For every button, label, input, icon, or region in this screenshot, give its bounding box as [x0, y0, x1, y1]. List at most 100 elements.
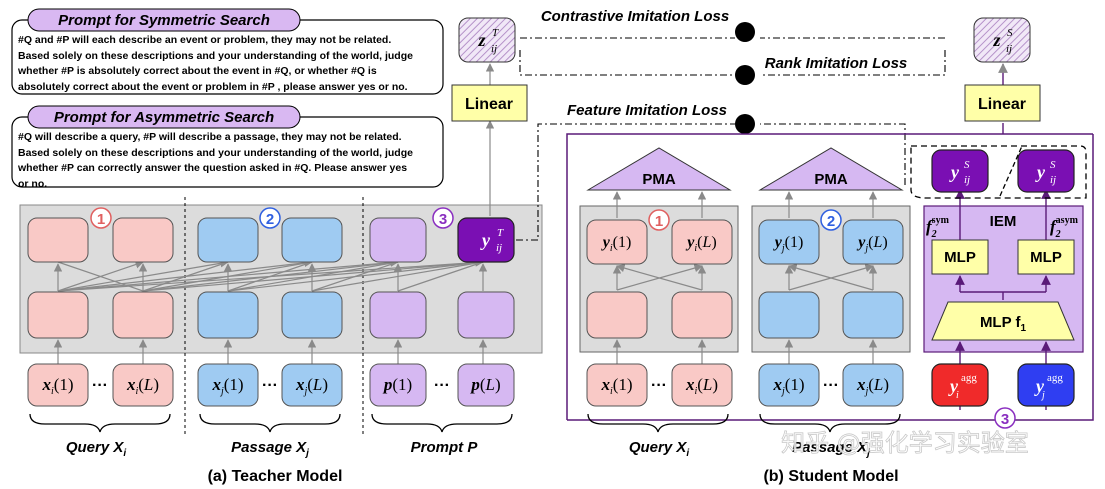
teacher-z-sup: T	[492, 27, 499, 39]
svg-text:xj(1): xj(1)	[772, 375, 804, 397]
teacher-prompt-top-1	[369, 217, 427, 263]
svg-text:y: y	[1035, 162, 1046, 182]
asymmetric-prompt-line: #Q will describe a query, #P will descri…	[18, 131, 402, 143]
svg-text:ij: ij	[964, 174, 970, 186]
student-passage-pma	[758, 147, 904, 191]
svg-text:i: i	[956, 390, 959, 401]
student-model: PMA PMA yi(1) yi(L) yj(1	[566, 17, 1094, 485]
mlp-sym-label: MLP	[944, 249, 976, 266]
teacher-input-x-i-L	[112, 363, 174, 407]
svg-text:p(L): p(L)	[469, 375, 500, 394]
student-y-i-agg-node	[931, 363, 989, 407]
student-dots-2: ···	[823, 377, 839, 394]
teacher-dots-2: ···	[262, 377, 278, 394]
contrastive-loss-label: Contrastive Imitation Loss	[541, 8, 729, 25]
teacher-input-p-L	[457, 363, 515, 407]
svg-text:j: j	[1040, 390, 1045, 401]
student-group-passage: Passage Xj	[792, 439, 870, 459]
teacher-linear-block	[451, 84, 528, 122]
student-z-label: z	[992, 30, 1000, 50]
svg-text:2: 2	[827, 213, 835, 230]
teacher-badge-1: 1	[90, 207, 112, 229]
feature-loss-label: Feature Imitation Loss	[567, 102, 727, 119]
student-badge-3: 3	[994, 407, 1016, 429]
svg-text:agg: agg	[1047, 372, 1063, 384]
asymmetric-prompt-line: Based solely on these descriptions and y…	[18, 146, 413, 159]
teacher-y-sub: ij	[496, 242, 502, 254]
svg-text:y: y	[948, 376, 959, 396]
symmetric-prompt-line: Based solely on these descriptions and y…	[18, 49, 413, 62]
teacher-dots-3: ···	[434, 377, 450, 394]
svg-text:xi(L): xi(L)	[685, 375, 718, 397]
asymmetric-prompt-card: Prompt for Asymmetric Search	[11, 105, 444, 188]
student-query-pma-label: PMA	[642, 171, 676, 188]
svg-text:1: 1	[655, 213, 663, 230]
teacher-passage-top-1	[197, 217, 259, 263]
teacher-passage-top-L	[281, 217, 343, 263]
svg-text:xj(1): xj(1)	[211, 375, 243, 397]
student-query-pma	[586, 147, 732, 191]
svg-text:ij: ij	[1050, 174, 1056, 186]
student-dots-1: ···	[651, 377, 667, 394]
student-z-sup: S	[1007, 27, 1013, 39]
iem-label: IEM	[990, 213, 1017, 230]
student-y-i-L	[671, 219, 733, 265]
svg-text:agg: agg	[961, 372, 977, 384]
symmetric-prompt-title: Prompt for Symmetric Search	[58, 12, 270, 29]
svg-text:S: S	[1050, 159, 1056, 171]
rank-loss-label: Rank Imitation Loss	[765, 55, 908, 72]
svg-text:p(1): p(1)	[382, 375, 412, 394]
student-badge-2: 2	[820, 209, 842, 231]
student-group-query: Query Xi	[629, 439, 690, 459]
student-y-j-1	[758, 219, 820, 265]
feature-loss-node	[735, 114, 755, 134]
svg-text:yi(1): yi(1)	[601, 234, 632, 254]
svg-text:xj(L): xj(L)	[856, 375, 889, 397]
mlp-asym-label: MLP	[1030, 249, 1062, 266]
teacher-y-T-node	[457, 217, 515, 263]
student-z-sub: ij	[1006, 43, 1012, 55]
symmetric-prompt-line: #Q and #P will each describe an event or…	[18, 34, 392, 46]
mlp-sym-block	[931, 239, 989, 275]
teacher-group-passage: Passage Xj	[231, 439, 309, 459]
teacher-query-mid-1	[27, 291, 89, 339]
teacher-input-x-j-L	[281, 363, 343, 407]
mlp-f1-label: MLP f1	[980, 314, 1027, 334]
loss-connections	[516, 37, 946, 241]
svg-text:3: 3	[1001, 411, 1009, 428]
asymmetric-prompt-body: #Q will describe a query, #P will descri…	[18, 130, 443, 192]
symmetric-prompt-line: absolutely correct about the event or pr…	[18, 80, 408, 93]
teacher-query-top-1	[27, 217, 89, 263]
teacher-caption: (a) Teacher Model	[208, 468, 343, 485]
svg-text:y: y	[1034, 376, 1045, 396]
student-badge-1: 1	[648, 209, 670, 231]
student-y-S-asym-node	[1017, 149, 1075, 193]
teacher-group-prompt: Prompt P	[411, 439, 479, 456]
student-caption: (b) Student Model	[763, 468, 898, 485]
svg-text:xi(1): xi(1)	[41, 375, 73, 397]
svg-text:yi(L): yi(L)	[685, 234, 716, 254]
mlp-f1-block	[931, 301, 1075, 341]
svg-text:3: 3	[439, 211, 447, 228]
teacher-z-T-node	[458, 17, 516, 63]
mlp-asym-block	[1017, 239, 1075, 275]
teacher-input-p-1	[369, 363, 427, 407]
svg-text:1: 1	[97, 211, 105, 228]
contrastive-loss-node	[735, 22, 755, 42]
svg-text:yj(1): yj(1)	[773, 234, 804, 254]
teacher-passage-mid-L	[281, 291, 343, 339]
asymmetric-prompt-title: Prompt for Asymmetric Search	[54, 109, 274, 126]
teacher-query-mid-L	[112, 291, 174, 339]
student-y-S-sym-node	[931, 149, 989, 193]
student-linear-label: Linear	[978, 96, 1026, 113]
teacher-badge-2: 2	[259, 207, 281, 229]
student-y-i-1	[586, 219, 648, 265]
student-passage-mid-L	[842, 291, 904, 339]
student-passage-pma-label: PMA	[814, 171, 848, 188]
teacher-prompt-mid-1	[369, 291, 427, 339]
svg-text:y: y	[949, 162, 960, 182]
svg-text:xi(1): xi(1)	[600, 375, 632, 397]
teacher-passage-mid-1	[197, 291, 259, 339]
student-passage-mid-1	[758, 291, 820, 339]
student-y-j-L	[842, 219, 904, 265]
